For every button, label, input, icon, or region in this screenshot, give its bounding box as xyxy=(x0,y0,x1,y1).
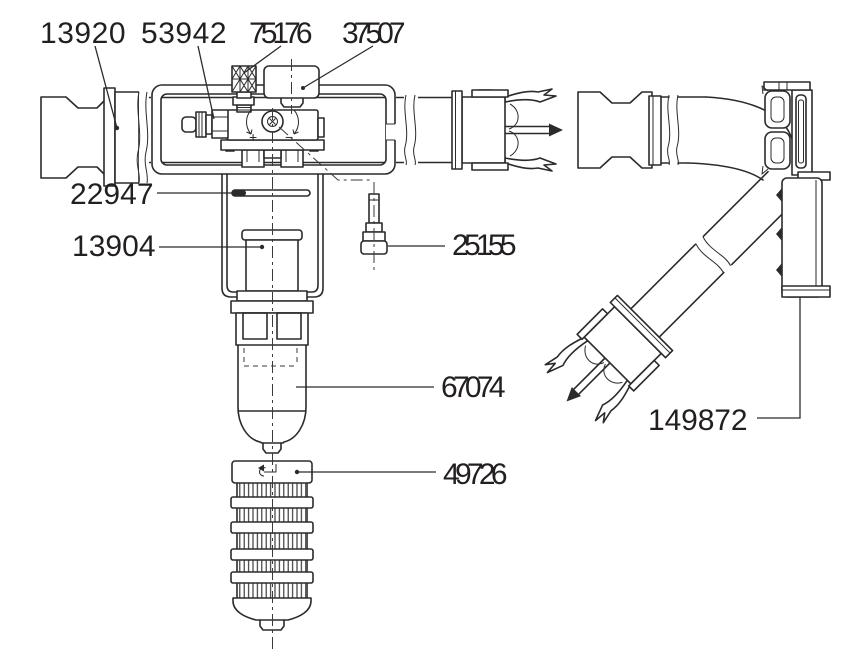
part-label-75176: 75176 xyxy=(249,17,313,50)
leader-149872 xyxy=(757,297,801,419)
part-label-49726: 49726 xyxy=(443,458,508,491)
leader-lines xyxy=(94,45,801,475)
valve-side-tab xyxy=(317,117,325,138)
pin-22947 xyxy=(231,189,311,197)
hook-slot xyxy=(258,464,277,477)
part-labels: 13920 53942 75176 37507 22947 13904 2515… xyxy=(40,17,748,491)
valve-assembly: + − xyxy=(181,65,325,168)
part-label-149872: 149872 xyxy=(648,404,748,437)
tube-break-left xyxy=(136,90,149,185)
buckle-connector-left xyxy=(451,88,564,172)
inlet-fitting-53942 xyxy=(181,109,229,139)
angled-tube xyxy=(536,170,802,432)
part-label-13920: 13920 xyxy=(40,17,126,50)
part-label-37507: 37507 xyxy=(342,17,406,50)
hanger-bracket xyxy=(221,173,324,298)
elbow-tube xyxy=(660,94,801,197)
part-label-22947: 22947 xyxy=(70,178,154,211)
coupling-block-right xyxy=(577,91,662,169)
hidden-element-outline xyxy=(243,330,298,367)
coupling-13920 xyxy=(40,87,140,187)
part-label-25155: 25155 xyxy=(452,229,517,262)
leader-13920 xyxy=(94,45,118,129)
part-label-53942: 53942 xyxy=(141,17,227,50)
leader-37507 xyxy=(302,45,374,89)
strainer-49726 xyxy=(230,460,314,631)
leader-53942 xyxy=(197,45,215,120)
knurled-knob-75176 xyxy=(231,65,257,113)
dial-arrow-left xyxy=(246,109,253,135)
plus-marking: + xyxy=(249,129,257,145)
part-label-13904: 13904 xyxy=(72,230,156,263)
dial-arrow-right xyxy=(292,109,299,135)
minus-marking: − xyxy=(285,129,293,145)
mounting-rail-149872 xyxy=(776,171,831,298)
pipe-clamp xyxy=(761,81,813,176)
centerlines xyxy=(272,59,375,650)
part-label-67074: 67074 xyxy=(441,371,506,404)
leader-75176 xyxy=(243,45,282,74)
